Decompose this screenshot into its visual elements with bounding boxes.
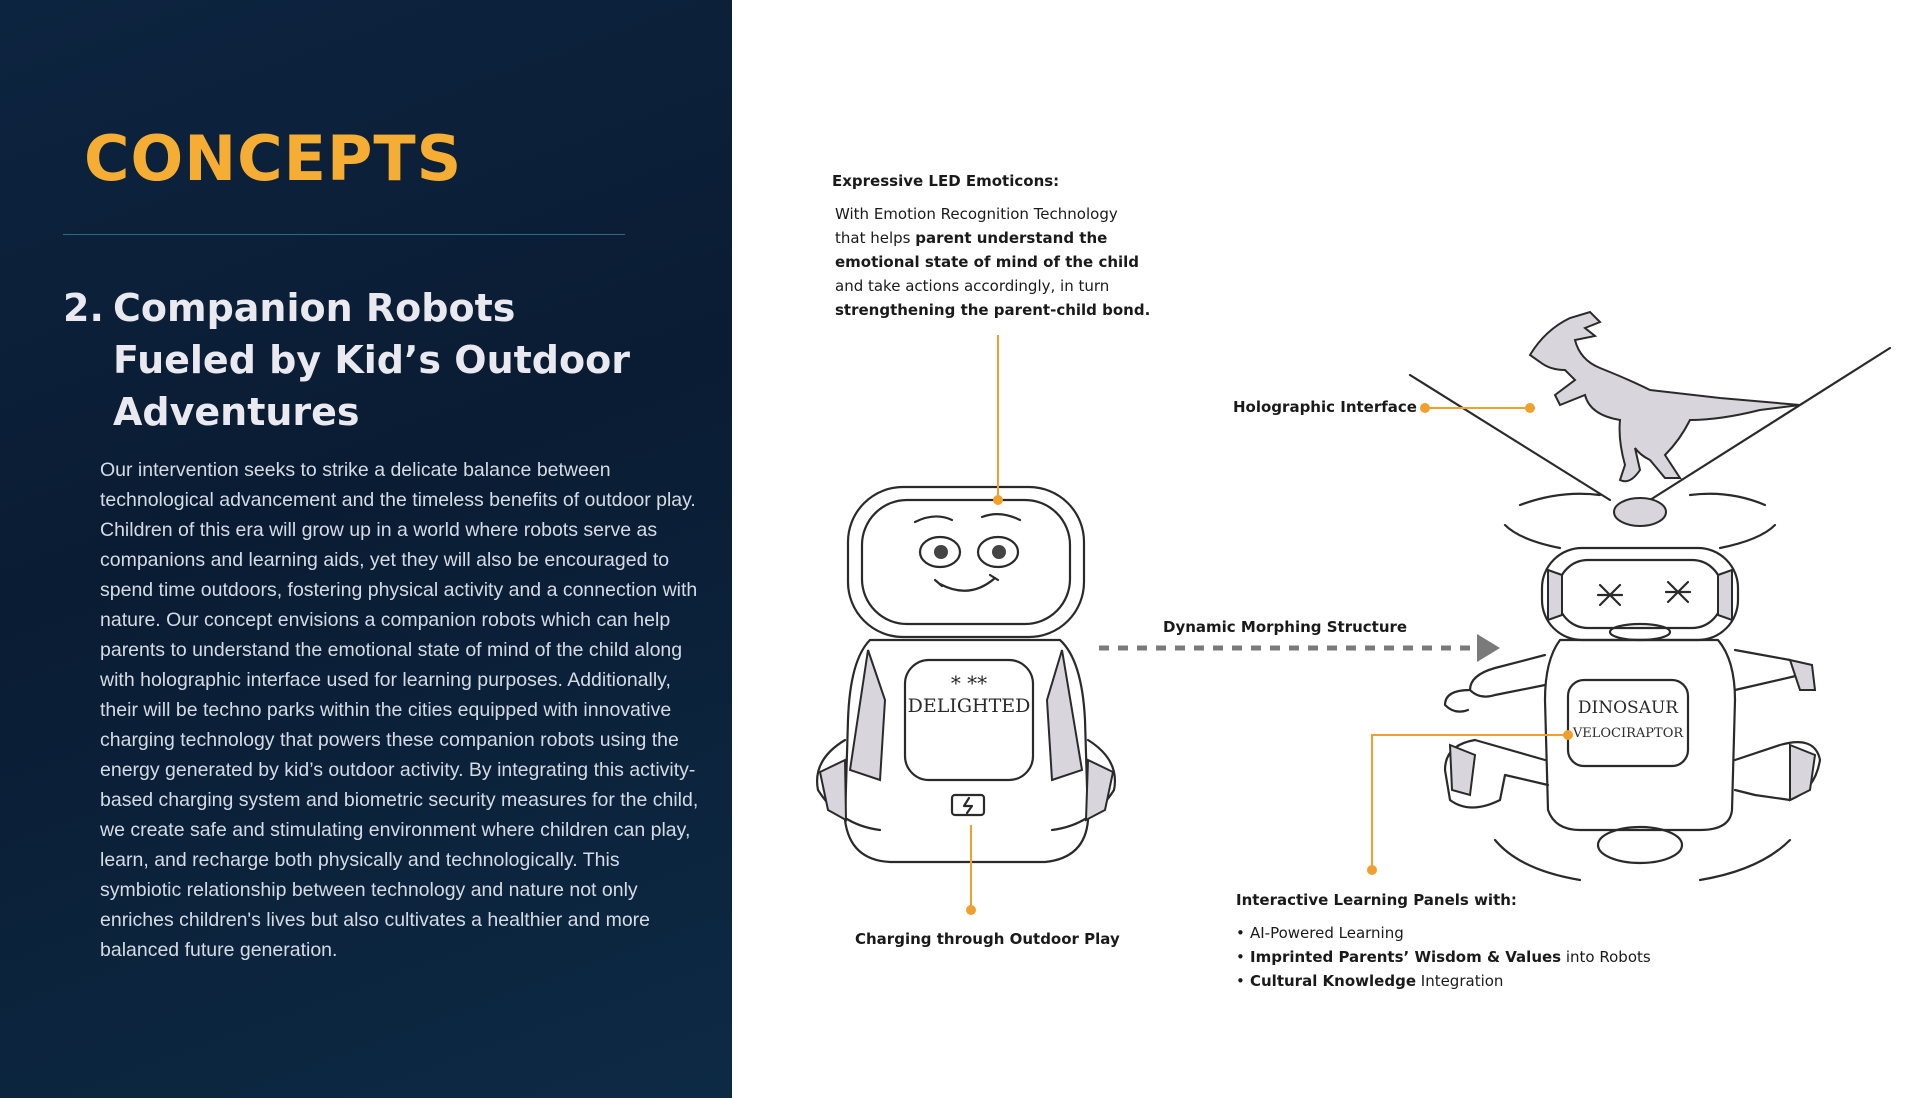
hologram-projection — [1408, 310, 1892, 550]
heading-divider — [63, 234, 625, 235]
robot2-line1: DINOSAUR — [1578, 698, 1679, 718]
morph-arrow — [1099, 634, 1500, 662]
list-item: Imprinted Parents’ Wisdom & Values into … — [1236, 945, 1651, 969]
dynamic-morphing-label: Dynamic Morphing Structure — [1163, 618, 1408, 636]
concept-title: 2. Companion Robots Fueled by Kid’s Outd… — [63, 282, 663, 438]
robot1-emotion-label: DELIGHTED — [908, 695, 1031, 717]
robot1-stars: * ** — [951, 671, 987, 695]
robot2-line2: VELOCIRAPTOR — [1572, 726, 1685, 741]
concept-title-text: Companion Robots Fueled by Kid’s Outdoor… — [113, 286, 630, 434]
left-panel: CONCEPTS 2. Companion Robots Fueled by K… — [0, 0, 732, 1098]
learning-panels-label: Interactive Learning Panels with: — [1236, 891, 1517, 909]
concept-description: Our intervention seeks to strike a delic… — [100, 459, 699, 961]
learning-panels-list: AI-Powered Learning Imprinted Parents’ W… — [1236, 921, 1651, 993]
section-heading: CONCEPTS — [84, 122, 463, 195]
morphing-robot-sketch: DINOSAUR VELOCIRAPTOR — [1443, 546, 1822, 882]
charging-outdoor-play-label: Charging through Outdoor Play — [855, 930, 1120, 948]
list-item: AI-Powered Learning — [1236, 921, 1651, 945]
led-emoticons-label: Expressive LED Emoticons: — [832, 172, 1060, 190]
concept-number: 2. — [63, 286, 104, 330]
list-item: Cultural Knowledge Integration — [1236, 969, 1651, 993]
companion-robot-sketch: * ** DELIGHTED — [816, 485, 1116, 864]
holographic-interface-label: Holographic Interface — [1233, 398, 1417, 416]
leader-lines — [966, 335, 1573, 915]
led-emoticons-description: With Emotion Recognition Technology that… — [835, 205, 1151, 319]
